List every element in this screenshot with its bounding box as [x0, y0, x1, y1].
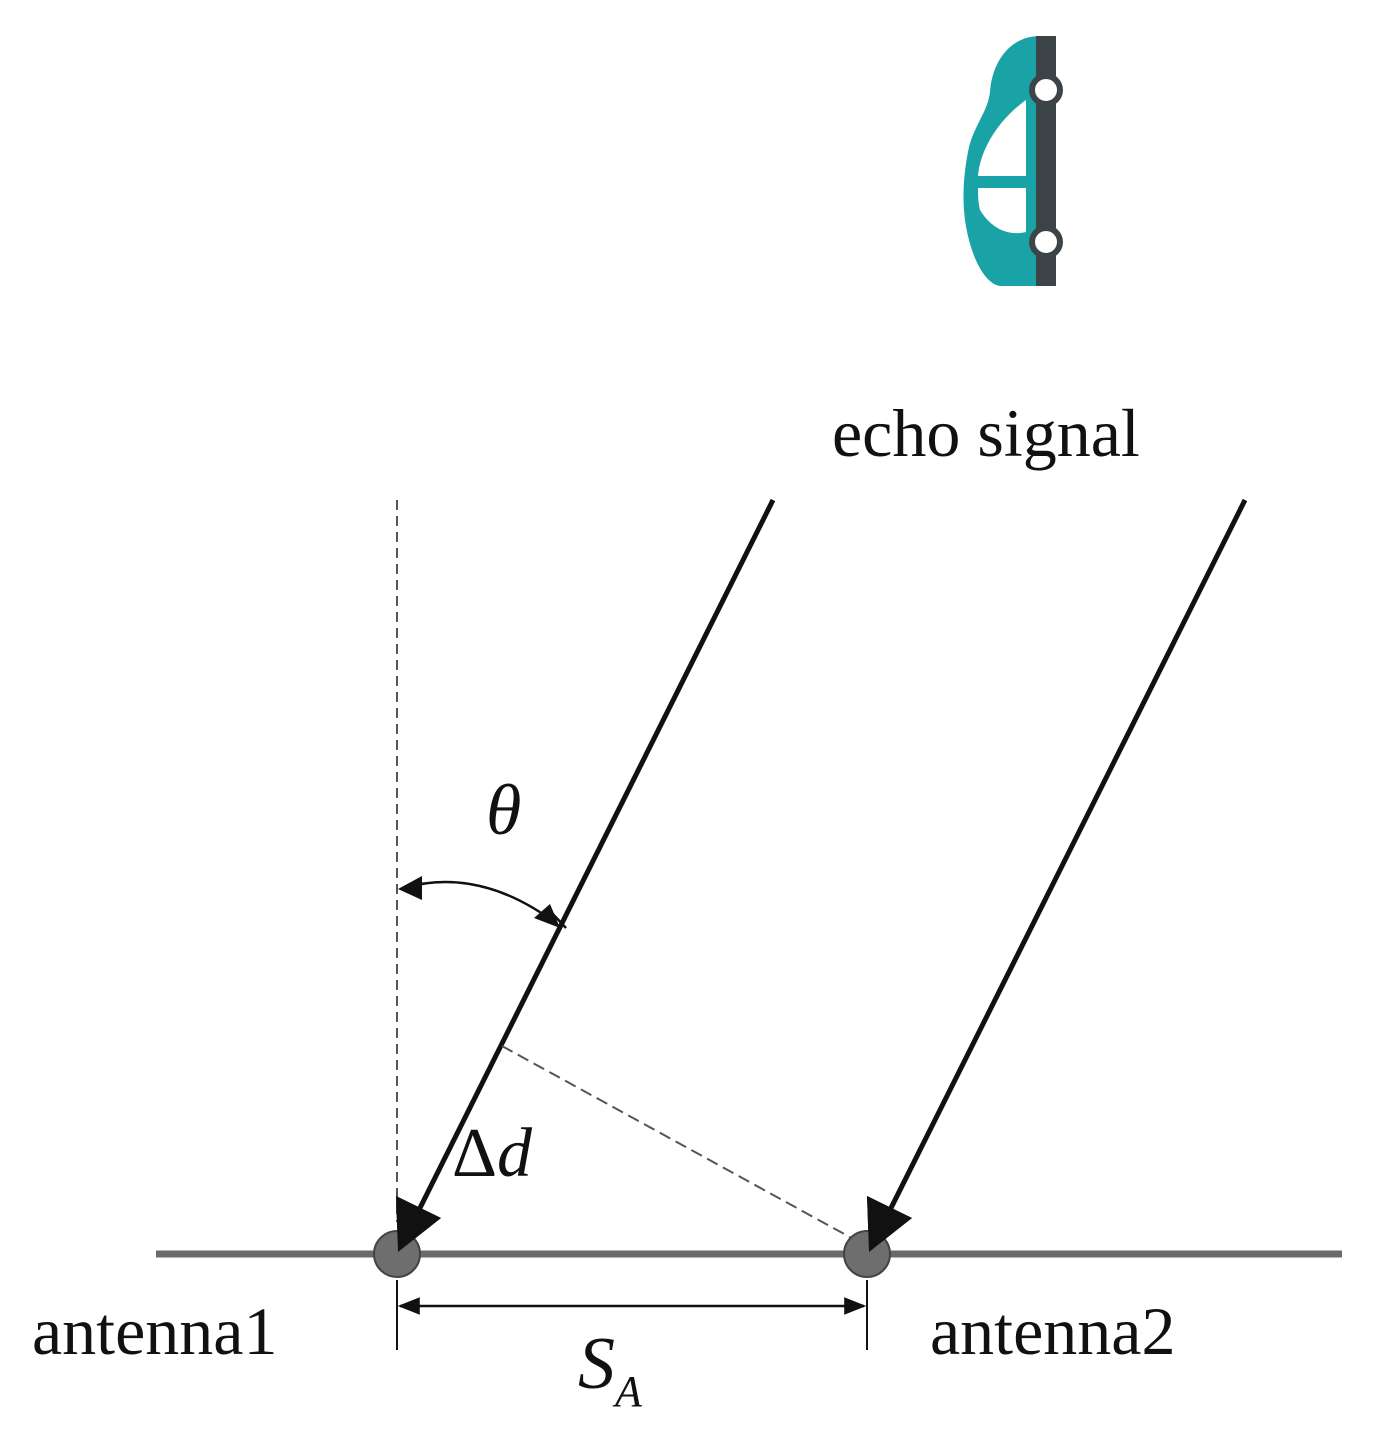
- echo-ray-antenna1: [403, 498, 776, 1238]
- spacing-label: SA: [578, 1323, 643, 1416]
- theta-arc-arrow-left: [398, 876, 422, 900]
- echo-signal-label: echo signal: [832, 395, 1140, 471]
- path-difference-dashed-line: [501, 1045, 867, 1247]
- echo-ray-antenna2: [874, 498, 1248, 1238]
- car-wheel-bottom: [1029, 225, 1063, 259]
- antenna2-label: antenna2: [930, 1293, 1175, 1369]
- car-icon: [963, 36, 1063, 286]
- antenna1-label: antenna1: [32, 1293, 277, 1369]
- car-window-front: [978, 100, 1026, 176]
- delta-d-label: Δd: [452, 1115, 533, 1192]
- theta-label: θ: [486, 770, 521, 850]
- d-symbol: d: [497, 1115, 533, 1192]
- car-window-rear: [978, 188, 1026, 234]
- delta-symbol: Δ: [452, 1115, 497, 1192]
- car-wheel-top: [1029, 73, 1063, 107]
- theta-angle-arc: [402, 880, 558, 925]
- spacing-label-main: S: [578, 1323, 615, 1405]
- spacing-label-subscript: A: [612, 1367, 643, 1416]
- theta-arc-arrow-right: [534, 904, 560, 928]
